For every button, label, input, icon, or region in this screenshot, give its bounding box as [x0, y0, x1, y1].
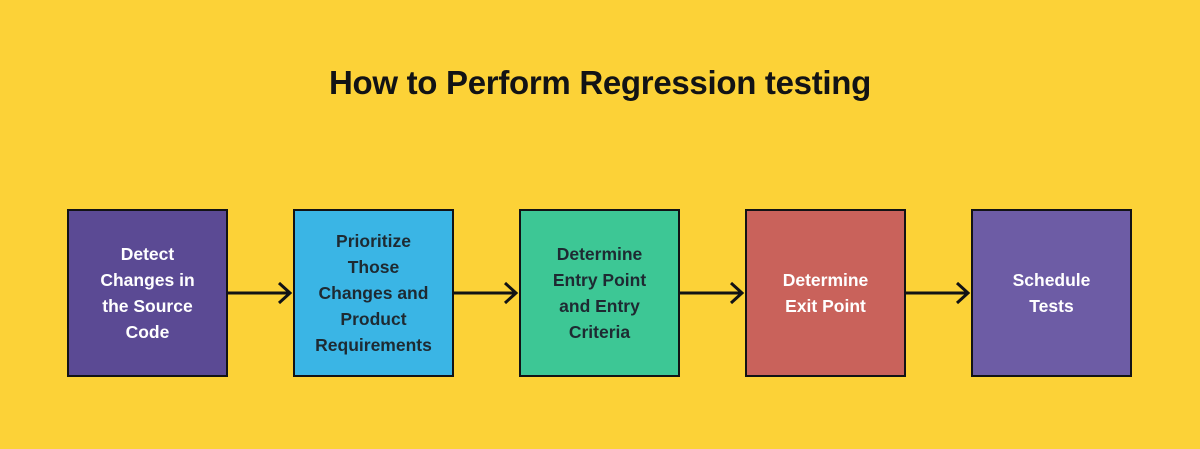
step-box-entry-point: Determine Entry Point and Entry Criteria	[519, 209, 680, 377]
step-box-prioritize-changes: Prioritize Those Changes and Product Req…	[293, 209, 454, 377]
step-box-schedule-tests: Schedule Tests	[971, 209, 1132, 377]
step-label: Determine Exit Point	[782, 270, 869, 316]
step-label: Determine Entry Point and Entry Criteria	[552, 244, 647, 342]
step-box-exit-point: Determine Exit Point	[745, 209, 906, 377]
step-label: Detect Changes in the Source Code	[100, 244, 195, 342]
step-label: Schedule Tests	[1012, 270, 1091, 316]
page-title: How to Perform Regression testing	[328, 64, 871, 101]
step-label: Prioritize Those Changes and Product Req…	[315, 231, 432, 355]
flow-diagram: Detect Changes in the Source Code Priori…	[67, 209, 1132, 377]
arrow-right-icon	[228, 281, 293, 305]
arrow-right-icon	[454, 281, 519, 305]
arrow-right-icon	[680, 281, 745, 305]
step-box-detect-changes: Detect Changes in the Source Code	[67, 209, 228, 377]
arrow-right-icon	[906, 281, 971, 305]
